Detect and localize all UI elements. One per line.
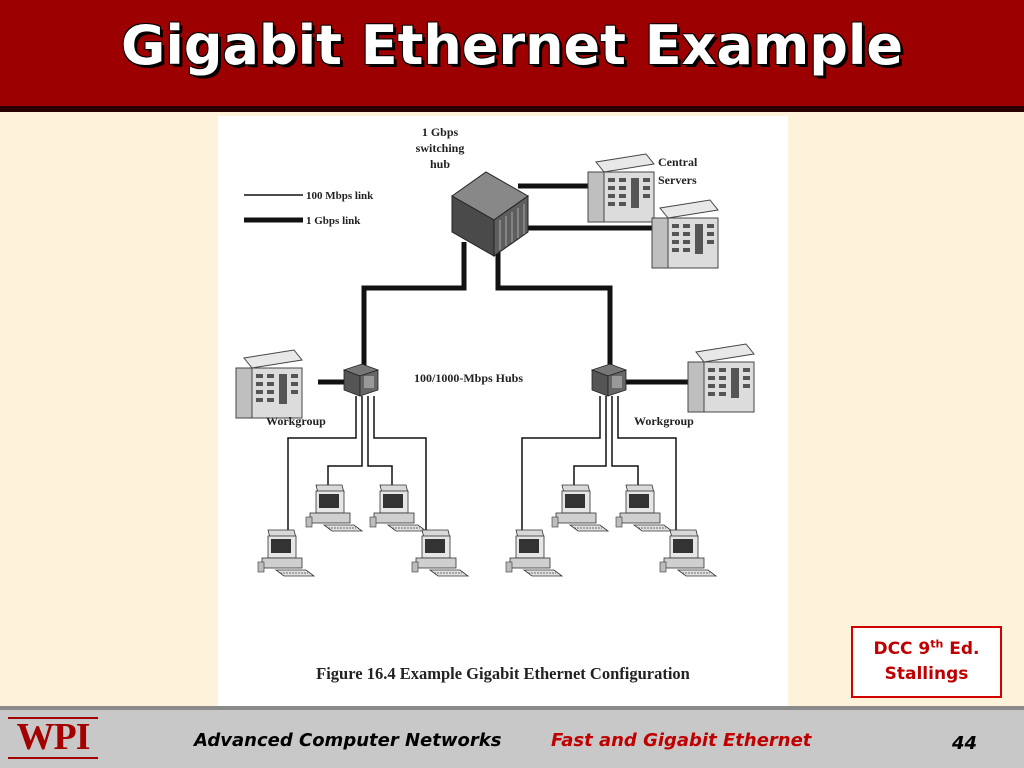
hubs-label: 100/1000-Mbps Hubs — [414, 371, 523, 385]
reference-line1: DCC 9th Ed. — [853, 637, 1000, 662]
hub-label-line1: 1 Gbps — [422, 125, 459, 139]
workgroup-label-left: Workgroup — [266, 414, 326, 428]
footer-divider — [0, 706, 1024, 710]
page-number: 44 — [952, 733, 978, 754]
wpi-logo: WPI — [4, 713, 102, 763]
reference-box: DCC 9th Ed. Stallings — [851, 626, 1002, 698]
fast-ethernet-links — [287, 396, 677, 534]
computer-left-1 — [305, 484, 363, 532]
logo-bottom-bar — [8, 757, 98, 759]
workgroup-server-left — [235, 349, 303, 419]
logo-text: WPI — [16, 716, 91, 758]
workgroup-label-right: Workgroup — [634, 414, 694, 428]
legend: 100 Mbps link 1 Gbps link — [244, 190, 374, 227]
title-divider — [0, 106, 1024, 112]
legend-thick-label: 1 Gbps link — [306, 215, 361, 227]
hub-label-line2: switching — [416, 141, 465, 155]
figure-caption: Figure 16.4 Example Gigabit Ethernet Con… — [316, 664, 690, 683]
central-server-1 — [587, 153, 655, 223]
footer-bar — [0, 710, 1024, 768]
diagram-svg: 100 Mbps link 1 Gbps link 1 Gbps switchi… — [235, 125, 755, 577]
computer-right-1 — [551, 484, 609, 532]
reference-ordinal: th — [930, 637, 944, 651]
workgroup-server-right — [687, 343, 755, 413]
network-diagram: 100 Mbps link 1 Gbps link 1 Gbps switchi… — [218, 116, 788, 706]
computer-right-4 — [659, 529, 717, 577]
reference-ed: Ed. — [943, 639, 980, 659]
reference-edition: DCC 9 — [873, 639, 931, 659]
computer-left-4 — [411, 529, 469, 577]
computer-right-3 — [505, 529, 563, 577]
central-server-2 — [651, 199, 719, 269]
legend-thin-label: 100 Mbps link — [306, 190, 374, 202]
servers-label-line2: Servers — [658, 173, 697, 187]
workgroup-hub-right — [591, 363, 627, 397]
gigabit-links — [318, 183, 688, 385]
switching-hub — [451, 171, 529, 257]
computer-right-2 — [615, 484, 673, 532]
lecture-topic: Fast and Gigabit Ethernet — [551, 730, 812, 751]
reference-author: Stallings — [884, 664, 969, 684]
course-name: Advanced Computer Networks — [194, 730, 502, 751]
logo-top-bar — [8, 717, 98, 719]
hub-label-line3: hub — [430, 157, 450, 171]
workgroup-hub-left — [343, 363, 379, 397]
slide-title: Gigabit Ethernet Example — [121, 14, 903, 77]
servers-label-line1: Central — [658, 155, 698, 169]
computer-left-2 — [369, 484, 427, 532]
computer-left-3 — [257, 529, 315, 577]
title-bar — [0, 0, 1024, 106]
